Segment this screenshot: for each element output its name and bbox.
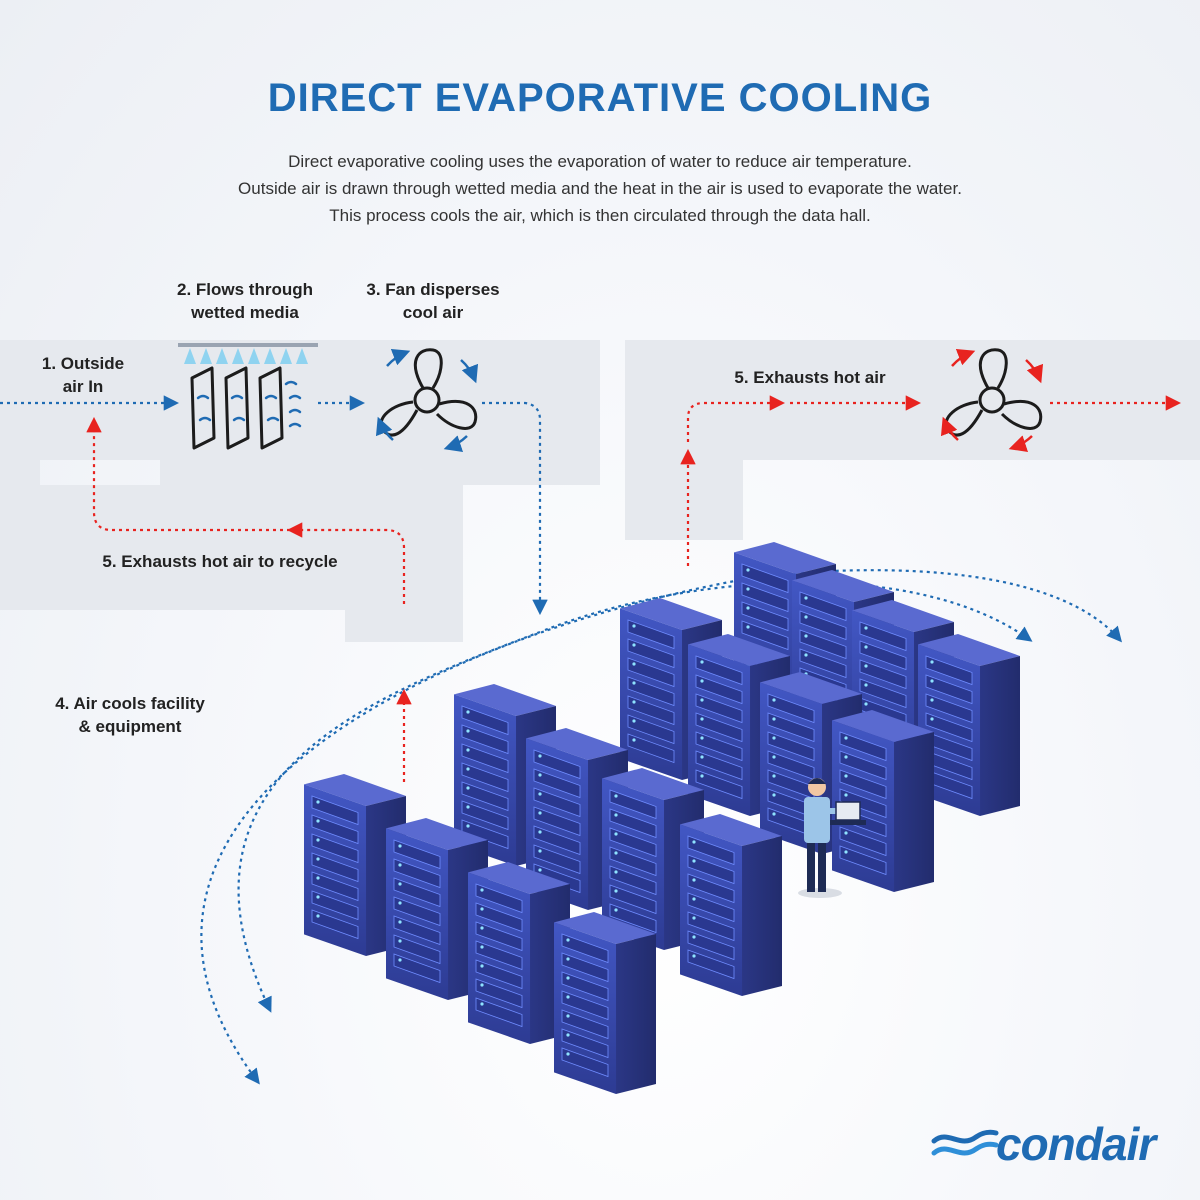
- server-rack-icon: [832, 710, 934, 892]
- intro-paragraph: Direct evaporative cooling uses the evap…: [100, 148, 1100, 229]
- step-1-line: 1. Outside: [41, 354, 125, 373]
- server-rack-icon: [468, 862, 570, 1044]
- hot-air-flow: [86, 395, 1182, 782]
- page-title: DIRECT EVAPORATIVE COOLING: [267, 76, 933, 120]
- step-2-line: wetted media: [191, 303, 299, 322]
- step-4-line: & equipment: [78, 717, 182, 736]
- step-1-label: 1. Outside air In: [18, 352, 148, 398]
- condair-logo: condair: [930, 1115, 1170, 1175]
- server-rack-icon: [554, 912, 656, 1094]
- step-4-line: 4. Air cools facility: [55, 694, 205, 713]
- server-rack-icon: [680, 814, 782, 996]
- step-2-line: 2. Flows through: [177, 280, 313, 299]
- condair-wave-icon: [931, 1129, 999, 1156]
- intro-line: Direct evaporative cooling uses the evap…: [288, 152, 912, 171]
- logo-wordmark: condair: [996, 1118, 1156, 1170]
- cool-air-flow: [0, 395, 1123, 1085]
- technician-icon: [798, 778, 866, 898]
- cooling-fan-icon: [375, 348, 479, 452]
- wetted-media-icon: [178, 343, 318, 450]
- intro-line: Outside air is drawn through wetted medi…: [238, 179, 962, 198]
- step-3-label: 3. Fan disperses cool air: [345, 278, 521, 324]
- step-3-line: cool air: [402, 303, 464, 322]
- water-spray-icon: [184, 348, 308, 364]
- step-5-exhaust-label: 5. Exhausts hot air: [734, 368, 886, 387]
- step-5-recycle-label: 5. Exhausts hot air to recycle: [102, 552, 338, 571]
- step-1-line: air In: [62, 377, 104, 396]
- exhaust-fan-icon: [940, 348, 1044, 452]
- server-rack-icon: [526, 728, 628, 910]
- step-3-line: 3. Fan disperses: [366, 280, 500, 299]
- intro-line: This process cools the air, which is the…: [329, 206, 871, 225]
- step-2-label: 2. Flows through wetted media: [150, 278, 340, 324]
- step-4-label: 4. Air cools facility & equipment: [30, 692, 230, 738]
